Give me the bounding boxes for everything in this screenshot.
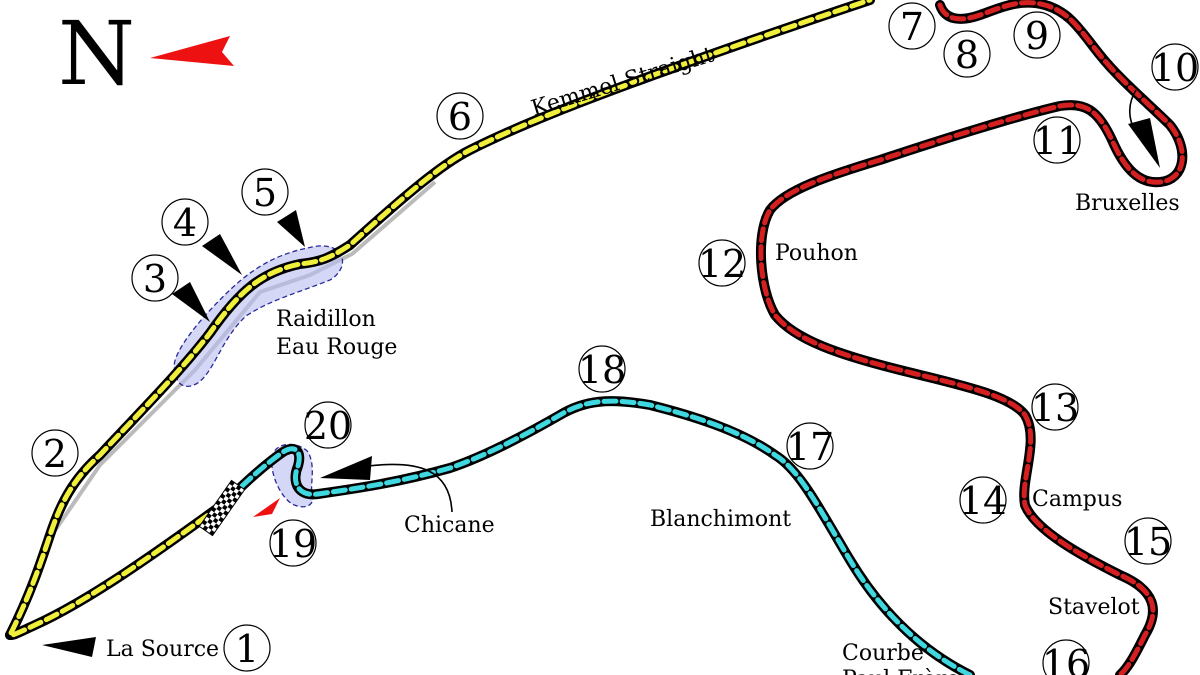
label-pouhon: Pouhon <box>775 241 858 266</box>
direction-arrow-icon <box>1128 118 1160 168</box>
turn-marker: 8 <box>943 30 991 78</box>
turn-number: 4 <box>173 201 197 245</box>
corner-marker-icon <box>42 637 96 657</box>
turn-number: 5 <box>253 171 277 215</box>
turn-number: 19 <box>269 522 317 566</box>
turn-marker: 5 <box>241 168 289 216</box>
corner-marker-icon <box>202 234 242 275</box>
label-la-source: La Source <box>106 637 219 662</box>
label-chicane: Chicane <box>404 513 495 538</box>
turn-number: 11 <box>1033 119 1081 163</box>
sector-2-track <box>758 0 1185 675</box>
turn-marker: 11 <box>1033 116 1081 164</box>
direction-arrow-icon <box>320 456 372 480</box>
label-courbe: Courbe <box>842 641 924 666</box>
turn-number: 8 <box>955 33 979 77</box>
corner-marker-icon <box>172 282 210 322</box>
turn-number: 6 <box>448 95 472 139</box>
turn-marker: 20 <box>304 401 352 449</box>
label-bruxelles: Bruxelles <box>1075 191 1180 216</box>
corner-marker-icon <box>277 210 305 247</box>
turn-number: 7 <box>900 5 924 49</box>
label-campus: Campus <box>1032 487 1122 512</box>
label-raidillon: Raidillon <box>276 307 376 332</box>
label-eau-rouge: Eau Rouge <box>276 335 397 360</box>
turn-number: 20 <box>304 404 352 448</box>
turn-marker: 15 <box>1124 517 1172 565</box>
turn-marker: 3 <box>131 254 179 302</box>
checkered-flag-icon <box>198 479 246 537</box>
turn-number: 15 <box>1124 520 1172 564</box>
eau-rouge-highlight <box>173 245 344 387</box>
label-paul-frere: Paul Frère <box>842 667 959 675</box>
label-blanchimont: Blanchimont <box>650 507 791 532</box>
north-arrow-icon <box>150 36 234 66</box>
turn-marker: 18 <box>578 345 626 393</box>
label-stavelot: Stavelot <box>1048 595 1140 620</box>
label-kemmel-straight: Kemmel Straight <box>528 42 716 121</box>
turn-number: 3 <box>143 257 167 301</box>
sector-3-track <box>219 398 973 675</box>
turn-number: 10 <box>1151 46 1199 90</box>
turn-number: 16 <box>1042 642 1090 675</box>
turn-marker: 1 <box>223 624 271 672</box>
turn-marker: 19 <box>269 519 317 567</box>
turn-marker: 7 <box>888 2 936 50</box>
turn-marker: 16 <box>1042 639 1090 675</box>
turn-marker: 14 <box>959 476 1007 524</box>
turn-number: 1 <box>235 627 259 671</box>
turn-number: 18 <box>578 348 626 392</box>
direction-arrow-icon <box>253 498 280 517</box>
turn-marker: 4 <box>161 198 209 246</box>
turn-marker: 6 <box>436 92 484 140</box>
turn-marker: 12 <box>698 239 746 287</box>
turn-marker: 2 <box>31 429 79 477</box>
sector-1-track <box>7 0 873 638</box>
turn-marker: 10 <box>1151 43 1199 91</box>
turn-number: 14 <box>959 479 1007 523</box>
turn-number: 17 <box>786 425 834 469</box>
turn-marker: 9 <box>1013 11 1061 59</box>
north-letter: N <box>58 2 135 105</box>
turn-number: 12 <box>698 242 746 286</box>
turn-number: 9 <box>1025 14 1049 58</box>
turn-number: 2 <box>43 432 67 476</box>
turn-marker: 17 <box>786 422 834 470</box>
turn-number: 13 <box>1031 386 1079 430</box>
turn-marker: 13 <box>1031 383 1079 431</box>
chicane-arrow <box>367 463 453 513</box>
